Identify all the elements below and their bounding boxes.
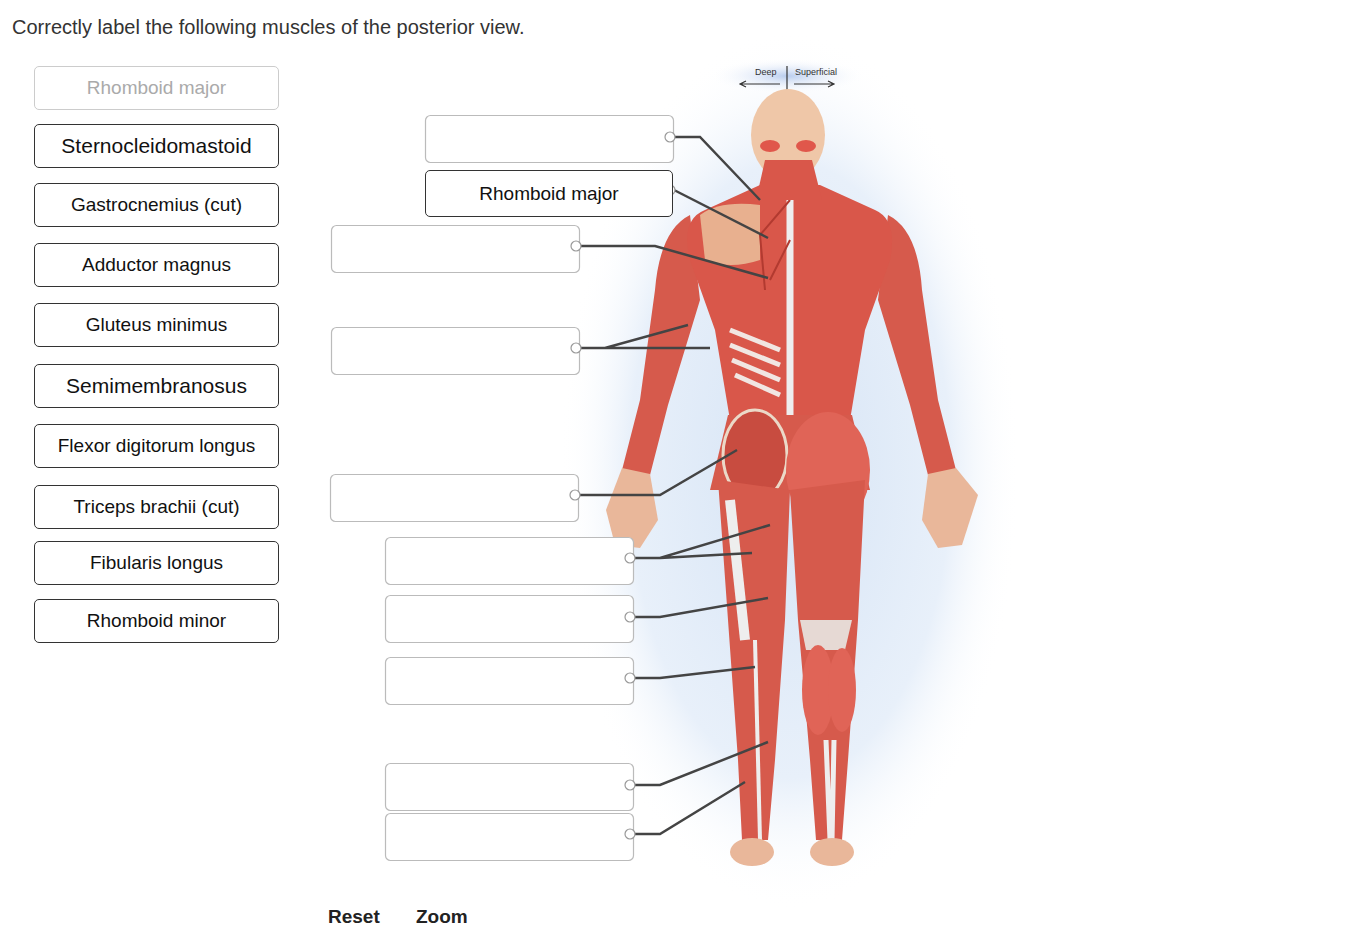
drop-box: [332, 328, 580, 375]
leader-line: [674, 137, 760, 200]
connector-dot: [625, 780, 635, 790]
serratus-tendons: [730, 330, 780, 395]
left-arm: [622, 215, 700, 475]
muscle-name: Gluteus minimus: [86, 314, 228, 336]
muscle-name: Rhomboid major: [479, 183, 618, 205]
connector-dots: [570, 132, 675, 839]
word-bank-box: Gastrocnemius (cut): [34, 183, 279, 227]
connector-dot: [571, 241, 581, 251]
drop-box: [331, 475, 579, 522]
muscle-name: Triceps brachii (cut): [73, 496, 239, 518]
leader-line: [634, 525, 770, 558]
word-bank-box: Triceps brachii (cut): [34, 485, 279, 529]
connector-dot: [625, 673, 635, 683]
muscle-name: Flexor digitorum longus: [58, 435, 255, 457]
divider-line: [786, 66, 787, 90]
superficial-arrow: [794, 81, 834, 87]
deep-label: Deep: [755, 67, 777, 77]
right-leg: [790, 480, 865, 840]
leader-line: [634, 782, 745, 834]
word-bank-box: Flexor digitorum longus: [34, 424, 279, 468]
drop-box: [426, 116, 674, 163]
placed-label-box: Rhomboid major: [425, 170, 673, 217]
iliotibial-band: [730, 500, 745, 640]
leader-line: [580, 246, 768, 278]
word-bank-box: Fibularis longus: [34, 541, 279, 585]
connector-dot: [570, 490, 580, 500]
deep-superficial-glow: [709, 58, 865, 94]
muscle-name: Sternocleidomastoid: [61, 134, 251, 158]
left-shoulder-deep: [700, 204, 760, 265]
drop-box: [386, 538, 634, 585]
leader-line: [634, 742, 768, 785]
head-muscle-right: [796, 140, 816, 152]
muscle-name: Gastrocnemius (cut): [71, 194, 242, 216]
connector-dot: [625, 612, 635, 622]
left-hand: [606, 468, 658, 548]
leader-line: [634, 598, 768, 617]
left-leg: [718, 480, 790, 840]
calcaneal-tendon: [826, 740, 834, 840]
connector-dot: [665, 132, 675, 142]
connector-dot: [625, 553, 635, 563]
spine: [787, 170, 794, 430]
word-bank-box: Sternocleidomastoid: [34, 124, 279, 168]
superficial-label: Superficial: [795, 67, 837, 77]
leader-lines: [579, 137, 770, 834]
drop-box: [386, 814, 634, 861]
word-bank-box: Semimembranosus: [34, 364, 279, 408]
deep-arrow: [740, 81, 780, 87]
popliteal-area: [800, 620, 852, 650]
connector-dot: [571, 343, 581, 353]
neck: [756, 160, 822, 200]
zoom-button: Zoom: [416, 906, 468, 928]
leader-line: [580, 325, 710, 348]
instruction-title: Correctly label the following muscles of…: [12, 16, 524, 39]
right-gastrocnemius-lateral: [828, 648, 856, 732]
left-foot: [730, 838, 774, 866]
leader-line: [674, 190, 768, 238]
muscle-name: Adductor magnus: [82, 254, 231, 276]
reset-button: Reset: [328, 906, 380, 928]
drop-box: [386, 658, 634, 705]
left-calf-tendon: [755, 640, 760, 840]
leader-line: [579, 450, 737, 495]
drop-box: [386, 764, 634, 811]
word-bank-box: Rhomboid minor: [34, 599, 279, 643]
drop-box: [332, 226, 580, 273]
word-bank-box: Gluteus minimus: [34, 303, 279, 347]
right-foot: [810, 838, 854, 866]
right-hand: [922, 468, 978, 548]
word-bank-box: Adductor magnus: [34, 243, 279, 287]
leader-line: [634, 667, 755, 678]
word-bank-box: Rhomboid major: [34, 66, 279, 110]
connector-dot: [625, 829, 635, 839]
muscle-name: Rhomboid major: [87, 77, 226, 99]
head-muscle-left: [760, 140, 780, 152]
muscle-name: Rhomboid minor: [87, 610, 226, 632]
muscle-name: Semimembranosus: [66, 374, 247, 398]
muscle-name: Fibularis longus: [90, 552, 223, 574]
drop-box: [386, 596, 634, 643]
drop-boxes: [331, 116, 674, 861]
